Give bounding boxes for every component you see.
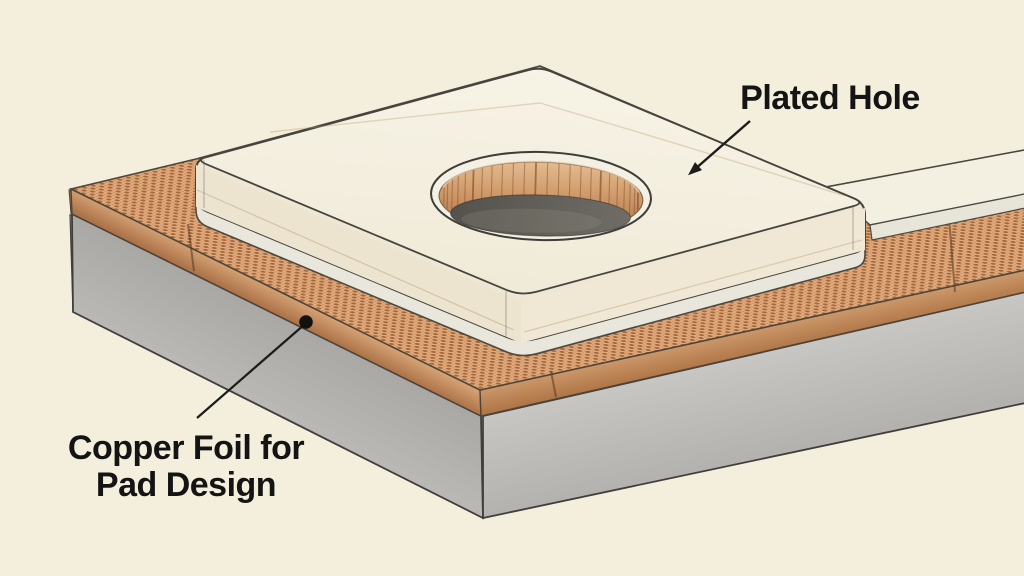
copper-foil-leader-dot [299,315,313,329]
label-copper-foil-line1: Copper Foil for [68,429,304,467]
plated-hole-arrowhead [688,162,702,176]
copper-seam-left [187,223,195,272]
slab-sheen-line [269,102,846,197]
slab-translucency-line-left [196,189,515,331]
copper-foil-leader-line [196,323,306,419]
plated-hole-arrow-line [693,120,751,171]
annotation-copper-foil: Copper Foil for Pad Design [68,315,313,504]
annotation-plated-hole: Plated Hole [688,79,920,176]
label-plated-hole: Plated Hole [740,79,920,117]
slab-front-right-face [521,208,865,343]
copper-seam-right [948,217,956,293]
slab-front-left-face [196,165,521,343]
slab-translucency-line-right [523,239,863,333]
hole-bottom-highlight [461,208,602,233]
copper-seam-corner [550,370,557,398]
plated-hole [430,150,652,242]
solder-mask-strip-front [869,193,1024,241]
hole-plating-top-highlight [442,160,641,194]
label-copper-foil-line2: Pad Design [96,466,276,504]
hole-bottom [450,194,631,237]
